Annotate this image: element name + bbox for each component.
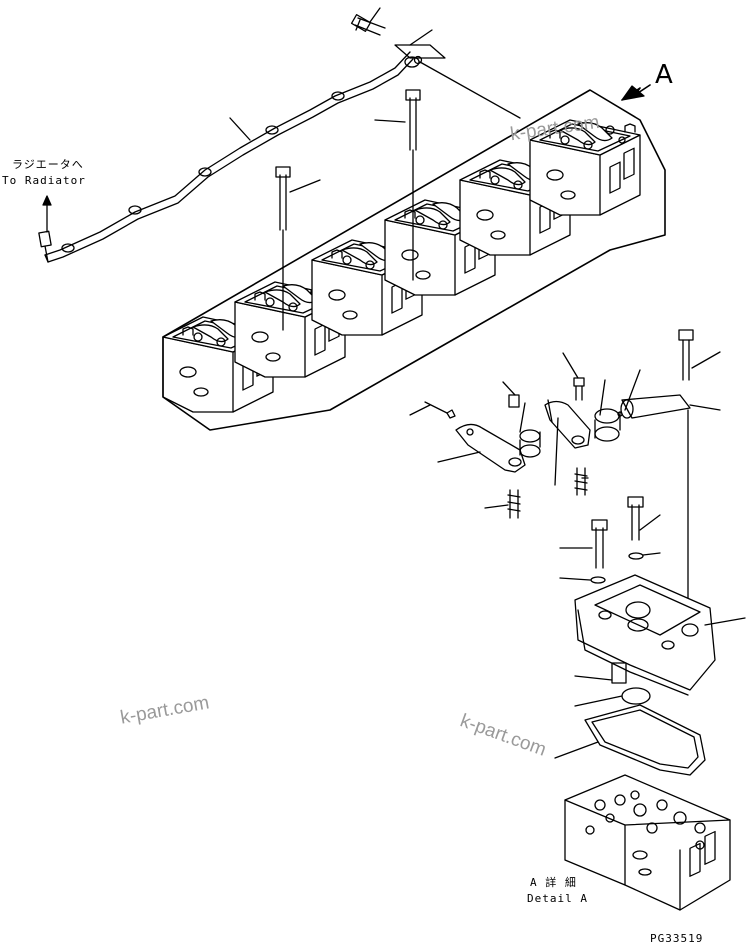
view-letter-a: A — [655, 60, 673, 90]
part-code: PG33519 — [650, 932, 704, 945]
gasket — [584, 704, 706, 776]
detail-a-head — [564, 774, 731, 911]
detail-label-en: Detail A — [527, 892, 588, 905]
detail-label-jp: A 詳 細 — [530, 876, 577, 889]
radiator-label-en: To Radiator — [2, 174, 86, 187]
radiator-label-jp: ラジエータへ — [12, 158, 84, 171]
rocker-housing — [574, 574, 716, 696]
